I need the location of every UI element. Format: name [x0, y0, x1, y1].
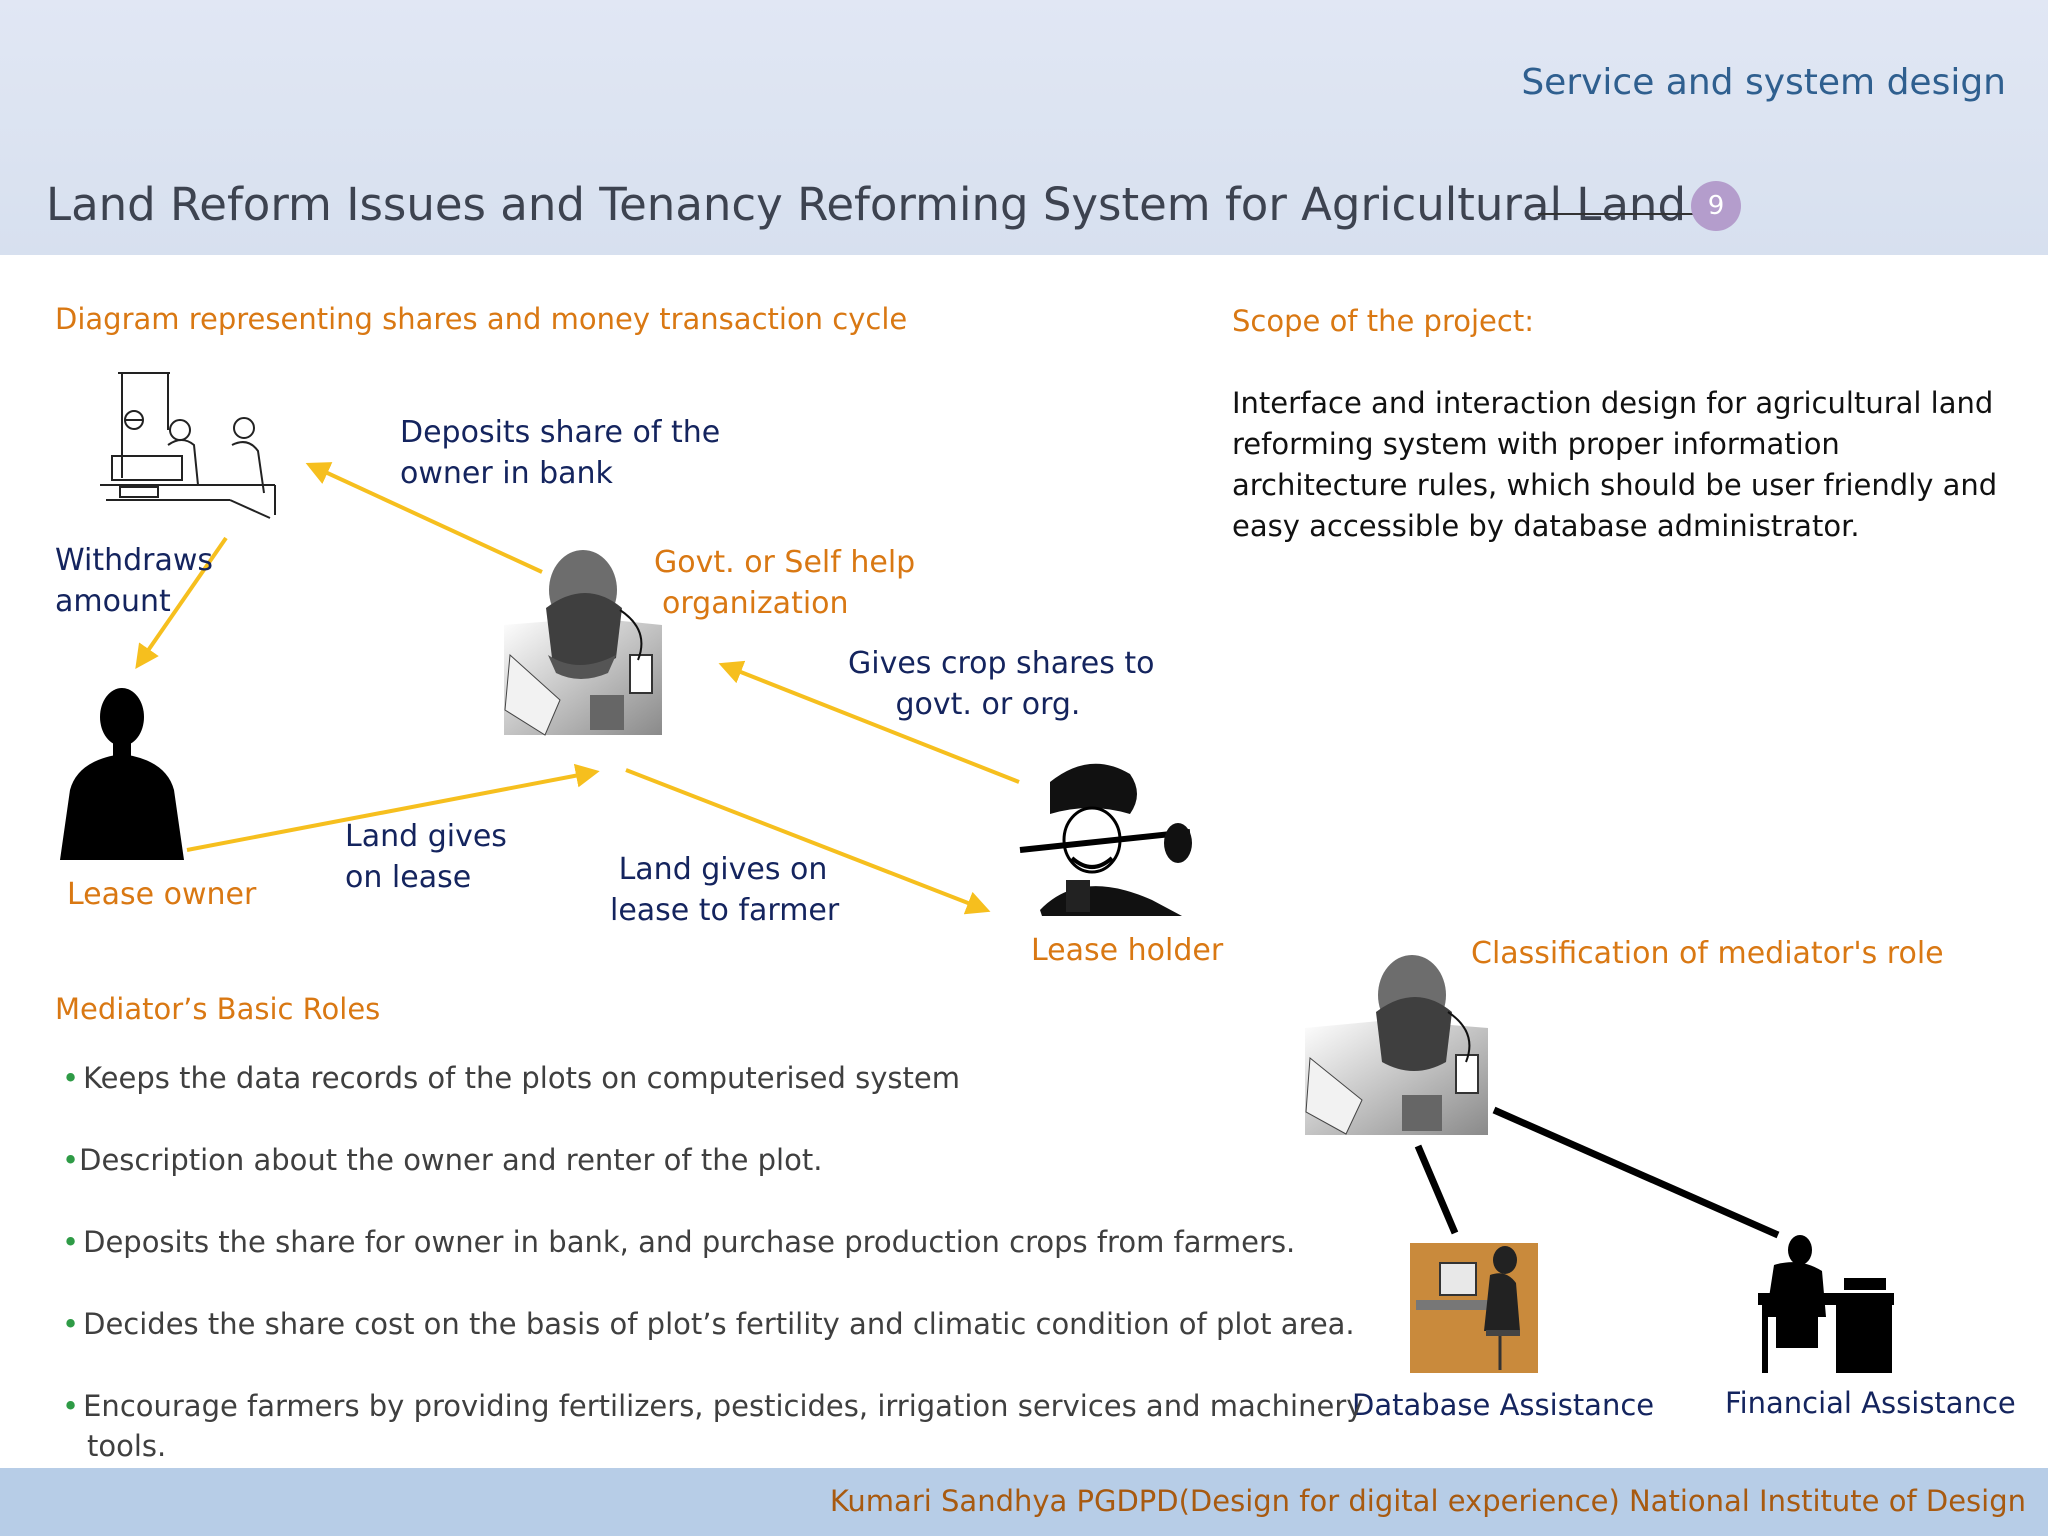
label-deposits-line1: Deposits share of the: [400, 415, 721, 450]
role-text: Decides the share cost on the basis of p…: [83, 1307, 1355, 1341]
footer-credit: Kumari Sandhya PGDPD(Design for digital …: [829, 1484, 2026, 1518]
label-deposits-line2: owner in bank: [400, 456, 613, 491]
arrow-deposit-to-bank: [305, 462, 543, 574]
label-withdraws-line1: Withdraws: [55, 543, 214, 578]
role-item-5: •Encourage farmers by providing fertiliz…: [62, 1389, 1363, 1423]
label-gives-crop-line1: Gives crop shares to: [848, 646, 1155, 681]
label-lease-owner: Lease owner: [67, 877, 257, 912]
page-number-badge: 9: [1691, 181, 1741, 231]
label-lease-holder: Lease holder: [1031, 933, 1224, 968]
role-item-5-continuation: tools.: [87, 1429, 167, 1463]
arrow-owner-to-govt: [186, 763, 600, 852]
roles-heading: Mediator’s Basic Roles: [55, 992, 381, 1026]
mediator-icon: [1305, 955, 1488, 1135]
scope-line-4: easy accessible by database administrato…: [1232, 509, 1860, 543]
label-gives-crop: Gives crop shares to govt. or org.: [848, 643, 1155, 725]
database-assistance-icon: [1410, 1243, 1538, 1373]
arrow-govt-to-farmer: [625, 768, 991, 915]
scope-line-1: Interface and interaction design for agr…: [1232, 386, 1994, 420]
label-land-farmer-line2: lease to farmer: [610, 893, 840, 928]
govt-organization-icon: [504, 550, 662, 736]
page-number: 9: [1707, 191, 1725, 221]
role-text: Deposits the share for owner in bank, an…: [83, 1225, 1296, 1259]
arrow-withdraw-to-owner: [135, 536, 228, 669]
footer-band: [0, 1468, 2048, 1536]
financial-assistance-icon: [1758, 1235, 1894, 1373]
bullet-icon: •: [62, 1143, 80, 1177]
title-underline: [1538, 213, 1693, 215]
label-govt-line2: organization: [662, 586, 849, 621]
label-land-lease-line1: Land gives: [345, 819, 507, 854]
label-govt-line1: Govt. or Self help: [654, 545, 916, 580]
label-withdraws-line2: amount: [55, 584, 171, 619]
diagram-heading: Diagram representing shares and money tr…: [55, 302, 908, 336]
label-land-lease-line2: on lease: [345, 860, 472, 895]
role-text: Description about the owner and renter o…: [79, 1143, 823, 1177]
bullet-icon: •: [62, 1225, 80, 1259]
label-deposits: Deposits share of the owner in bank: [400, 412, 720, 494]
arrow-farmer-to-govt: [718, 660, 1020, 784]
course-title: Service and system design: [1521, 62, 2006, 103]
label-land-farmer-line1: Land gives on: [618, 852, 828, 887]
label-govt: Govt. or Self help organization: [654, 542, 915, 624]
connector-financial: [1492, 1106, 1780, 1239]
label-land-farmer: Land gives on lease to farmer: [610, 849, 840, 931]
lease-owner-icon: [60, 688, 184, 860]
page-title: Land Reform Issues and Tenancy Reforming…: [46, 178, 1687, 231]
lease-holder-farmer-icon: [1019, 763, 1192, 916]
bank-icon: [100, 372, 276, 519]
classification-heading: Classification of mediator's role: [1471, 936, 1944, 971]
bullet-icon: •: [62, 1061, 80, 1095]
role-item-3: •Deposits the share for owner in bank, a…: [62, 1225, 1295, 1259]
scope-heading: Scope of the project:: [1232, 304, 1534, 338]
scope-line-2: reforming system with proper information: [1232, 427, 1840, 461]
label-land-lease: Land gives on lease: [345, 816, 507, 898]
role-item-4: •Decides the share cost on the basis of …: [62, 1307, 1355, 1341]
scope-line-3: architecture rules, which should be user…: [1232, 468, 1998, 502]
role-item-1: •Keeps the data records of the plots on …: [62, 1061, 960, 1095]
bullet-icon: •: [62, 1389, 80, 1423]
role-text: Keeps the data records of the plots on c…: [83, 1061, 960, 1095]
bullet-icon: •: [62, 1307, 80, 1341]
connector-database: [1414, 1144, 1459, 1235]
financial-assistance-label: Financial Assistance: [1725, 1386, 2016, 1420]
database-assistance-label: Database Assistance: [1352, 1388, 1655, 1422]
label-gives-crop-line2: govt. or org.: [895, 687, 1081, 722]
role-text: Encourage farmers by providing fertilize…: [83, 1389, 1364, 1423]
role-item-2: •Description about the owner and renter …: [62, 1143, 822, 1177]
label-withdraws: Withdraws amount: [55, 540, 213, 622]
